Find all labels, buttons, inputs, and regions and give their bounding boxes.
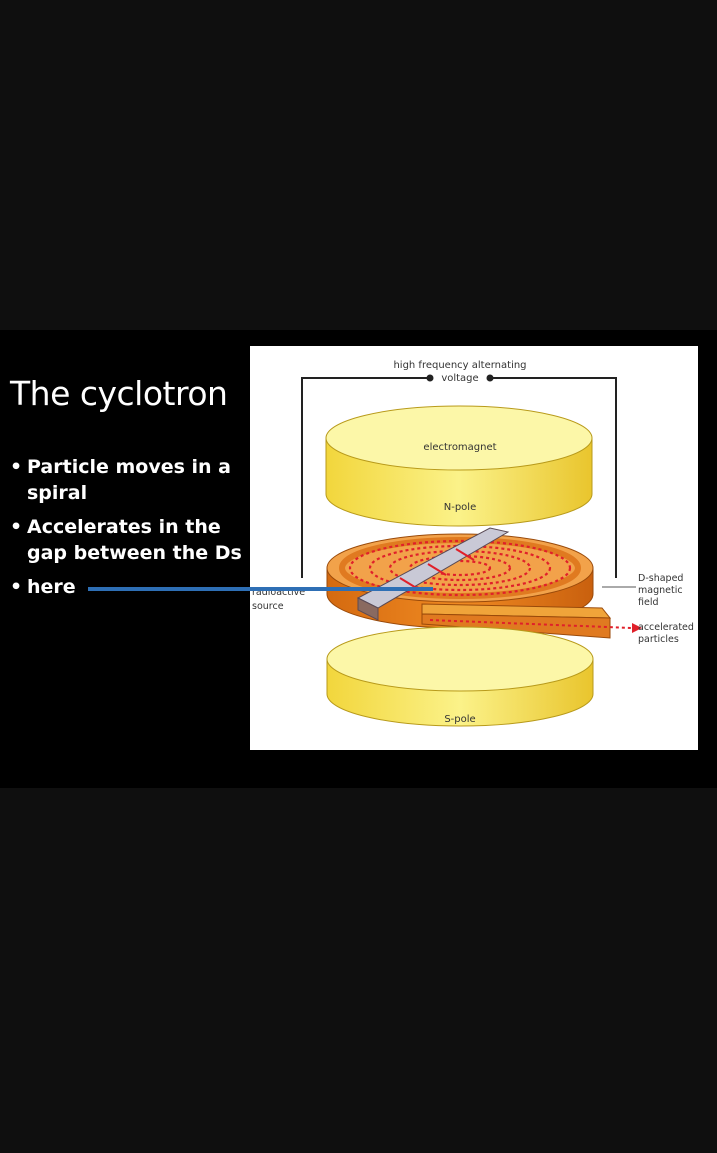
d-shaped-label-line2: magnetic bbox=[638, 585, 683, 596]
bullet-dot: • bbox=[10, 516, 23, 538]
electromagnet-label: electromagnet bbox=[423, 442, 496, 453]
slide: The cyclotron •Particle moves in a spira… bbox=[0, 330, 717, 788]
voltage-label-line1: high frequency alternating bbox=[393, 360, 526, 371]
d-shaped-label-line3: field bbox=[638, 597, 659, 608]
top-electromagnet bbox=[325, 405, 593, 527]
bullet-dot: • bbox=[10, 576, 23, 598]
bullet-item: •Particle moves in a spiral bbox=[10, 454, 250, 506]
bottom-electromagnet bbox=[326, 626, 594, 727]
s-pole-label: S-pole bbox=[444, 714, 475, 725]
radioactive-label-line2: source bbox=[252, 601, 284, 612]
cyclotron-illustration: high frequency alternating voltage elect… bbox=[252, 360, 694, 727]
bullet-list: •Particle moves in a spiral •Accelerates… bbox=[10, 454, 250, 608]
bullet-text: here bbox=[27, 576, 76, 598]
bullet-text: Particle moves in a spiral bbox=[27, 456, 231, 504]
accelerated-label-line1: accelerated bbox=[638, 622, 694, 633]
cyclotron-diagram: high frequency alternating voltage elect… bbox=[250, 346, 698, 750]
bullet-dot: • bbox=[10, 456, 23, 478]
bullet-item: •here bbox=[10, 574, 250, 600]
radioactive-label-line1: radioactive bbox=[252, 587, 305, 598]
accelerated-label-line2: particles bbox=[638, 634, 679, 645]
bullet-text: Accelerates in the gap between the Ds bbox=[27, 516, 242, 564]
d-shaped-label-line1: D-shaped bbox=[638, 573, 683, 584]
voltage-circuit bbox=[301, 374, 617, 578]
voltage-label-line2: voltage bbox=[441, 373, 478, 384]
n-pole-label: N-pole bbox=[444, 502, 477, 513]
pointer-arrow bbox=[88, 587, 433, 591]
bullet-item: •Accelerates in the gap between the Ds bbox=[10, 514, 250, 566]
slide-title: The cyclotron bbox=[10, 374, 228, 413]
output-channel bbox=[421, 603, 642, 639]
